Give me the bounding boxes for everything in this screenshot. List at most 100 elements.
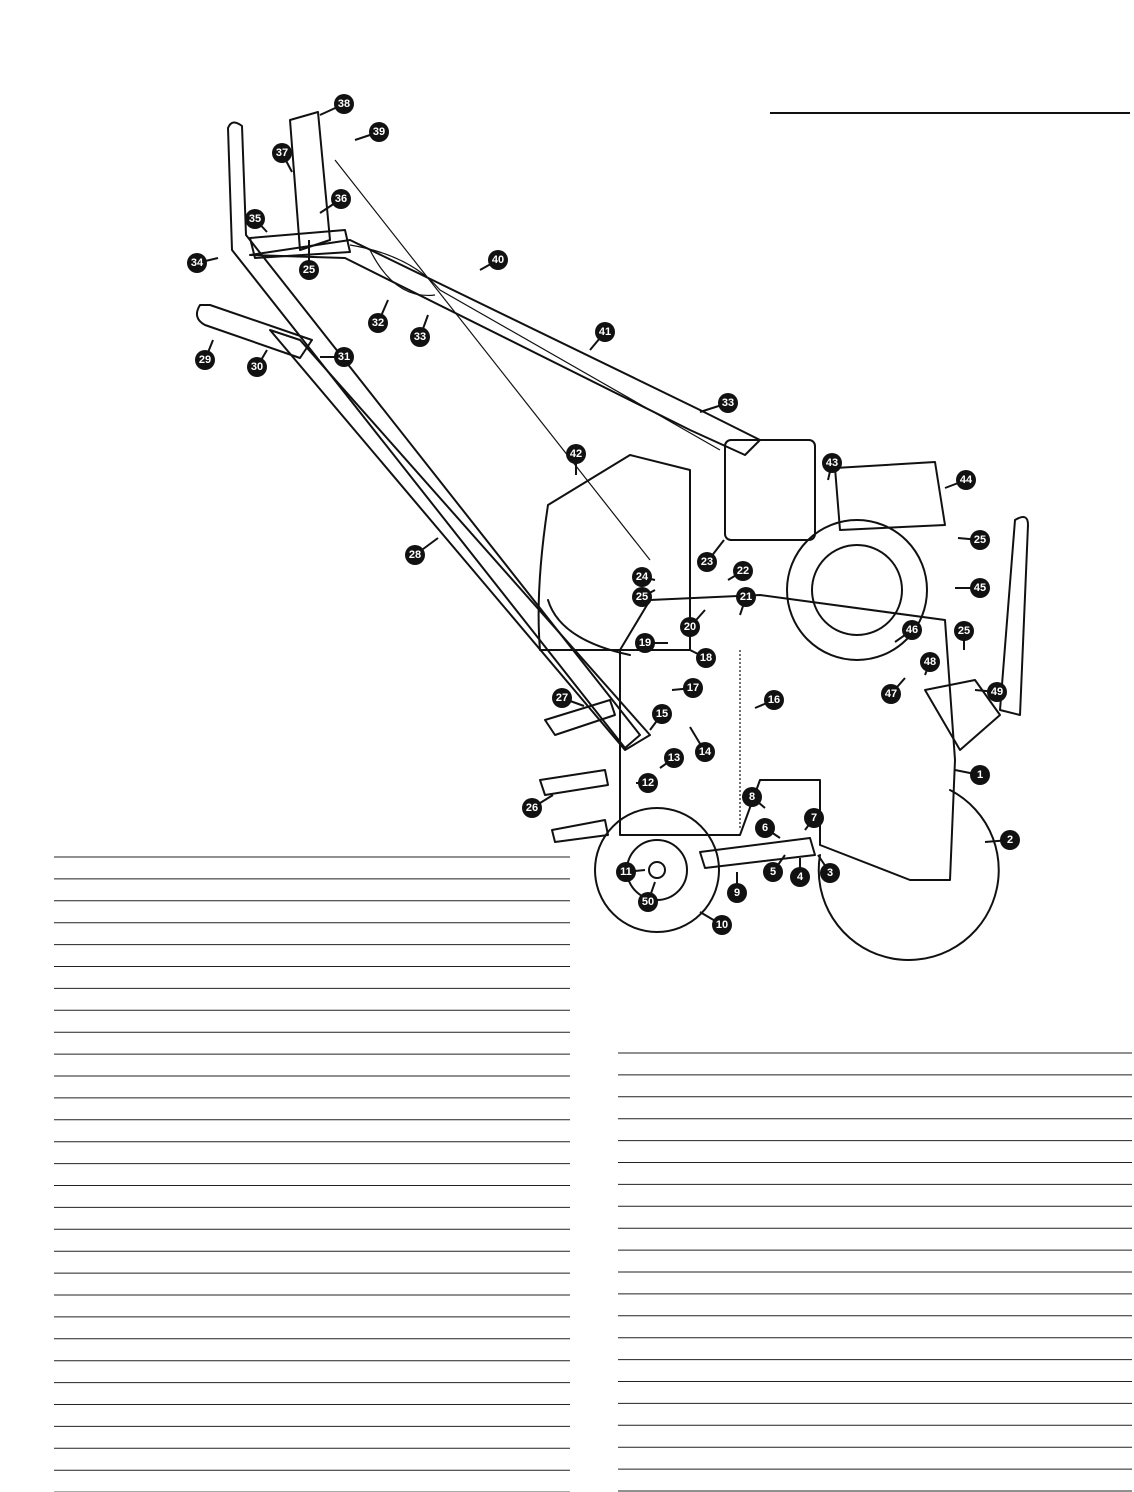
callout-number: 48	[924, 656, 936, 668]
callout-number: 2	[1007, 834, 1013, 846]
callout-number: 33	[722, 397, 734, 409]
callout-7: 7	[804, 808, 824, 831]
callout-bubble	[635, 633, 655, 653]
callout-9: 9	[727, 872, 747, 903]
callout-number: 25	[636, 591, 648, 603]
callout-bubble	[727, 883, 747, 903]
callout-50: 50	[638, 881, 658, 912]
callout-bubble	[664, 748, 684, 768]
callout-bubble	[683, 678, 703, 698]
callout-bubble	[695, 742, 715, 762]
callout-bubble	[742, 787, 762, 807]
callout-bubble	[970, 578, 990, 598]
callout-number: 46	[906, 624, 918, 636]
callout-40: 40	[479, 250, 508, 271]
callout-25-repeat-2: 25	[954, 621, 974, 650]
callout-number: 22	[737, 565, 749, 577]
callout-bubble	[820, 863, 840, 883]
callout-bubble	[790, 867, 810, 887]
callout-45: 45	[955, 578, 990, 598]
callout-number: 4	[797, 871, 804, 883]
callout-number: 25	[974, 534, 986, 546]
callout-31: 31	[320, 347, 354, 367]
callout-49: 49	[974, 682, 1007, 702]
callout-17: 17	[671, 678, 703, 698]
callout-number: 33	[414, 331, 426, 343]
callout-27: 27	[552, 688, 585, 708]
callout-bubble	[488, 250, 508, 270]
callout-bubble	[956, 470, 976, 490]
callout-bubble	[954, 621, 974, 641]
callout-28: 28	[405, 537, 439, 565]
callout-bubble	[652, 704, 672, 724]
callout-bubble	[764, 690, 784, 710]
callout-number: 50	[642, 896, 654, 908]
callout-bubble	[712, 915, 732, 935]
callout-number: 41	[599, 326, 611, 338]
parts-list-left	[54, 856, 570, 1492]
callout-22: 22	[727, 561, 753, 581]
callout-29: 29	[195, 339, 215, 370]
callout-number: 39	[373, 126, 385, 138]
callout-bubble	[1000, 830, 1020, 850]
callout-number: 38	[338, 98, 350, 110]
callout-number: 8	[749, 791, 755, 803]
callout-number: 17	[687, 682, 699, 694]
callout-46: 46	[894, 620, 922, 643]
callout-bubble	[736, 587, 756, 607]
callout-bubble	[763, 862, 783, 882]
callout-34: 34	[187, 253, 219, 273]
callout-bubble	[299, 260, 319, 280]
callout-bubble	[410, 327, 430, 347]
callout-bubble	[368, 313, 388, 333]
callout-4: 4	[790, 858, 810, 887]
machine-line-art	[195, 111, 1029, 961]
callout-bubble	[822, 453, 842, 473]
callout-25: 25	[632, 587, 656, 607]
callout-bubble	[970, 530, 990, 550]
callout-number: 7	[811, 812, 817, 824]
callout-23: 23	[697, 539, 725, 572]
callout-number: 13	[668, 752, 680, 764]
callout-44: 44	[944, 470, 976, 490]
callout-number: 27	[556, 692, 568, 704]
parts-list-right	[618, 1052, 1132, 1492]
callout-10: 10	[699, 911, 732, 935]
callout-bubble	[245, 209, 265, 229]
callout-number: 5	[770, 866, 776, 878]
callout-number: 21	[740, 591, 752, 603]
callout-bubble	[331, 189, 351, 209]
callout-43: 43	[822, 453, 842, 481]
callout-bubble	[638, 773, 658, 793]
callout-bubble	[195, 350, 215, 370]
callout-37: 37	[272, 143, 293, 173]
callout-32: 32	[368, 299, 389, 333]
callout-number: 15	[656, 708, 668, 720]
callout-bubble	[334, 347, 354, 367]
callout-bubble	[638, 892, 658, 912]
callout-bubble	[718, 393, 738, 413]
callout-24: 24	[632, 567, 656, 587]
callout-bubble	[733, 561, 753, 581]
callout-number: 36	[335, 193, 347, 205]
callout-36: 36	[319, 189, 351, 214]
callout-19: 19	[635, 633, 668, 653]
callout-number: 12	[642, 777, 654, 789]
callout-bubble	[552, 688, 572, 708]
callout-number: 3	[827, 867, 833, 879]
callout-14: 14	[689, 726, 715, 762]
callout-number: 18	[700, 652, 712, 664]
callout-bubble	[881, 684, 901, 704]
callout-18: 18	[689, 648, 716, 668]
callout-5: 5	[763, 854, 786, 882]
callout-bubble	[755, 818, 775, 838]
callout-number: 14	[699, 746, 712, 758]
callout-25-repeat-0: 25	[299, 240, 319, 280]
callout-bubble	[334, 94, 354, 114]
callout-21: 21	[736, 587, 756, 616]
callout-number: 30	[251, 361, 263, 373]
callout-41: 41	[589, 322, 615, 351]
callout-bubble	[522, 798, 542, 818]
callout-8: 8	[742, 787, 766, 809]
